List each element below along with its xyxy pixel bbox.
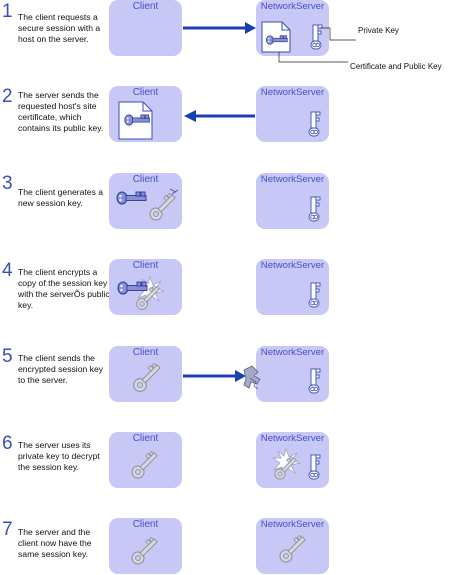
step-description: The server uses its private key to decry… <box>18 440 100 472</box>
step-number: 3 <box>2 173 13 194</box>
step-number: 6 <box>2 433 13 454</box>
client-box: Client <box>109 518 182 574</box>
server-label: NetworkServer <box>260 1 325 12</box>
client-box: Client <box>109 432 182 488</box>
arrow-right-icon <box>183 370 246 382</box>
server-box: NetworkServer <box>256 518 329 574</box>
client-label: Client <box>132 174 159 185</box>
arrow-left-icon <box>184 110 255 122</box>
step-description: The server and the client now have the s… <box>18 527 92 559</box>
client-label: Client <box>132 1 159 12</box>
client-label: Client <box>132 260 159 271</box>
client-label: Client <box>132 433 159 444</box>
certificate-callout: Certificate and Public Key <box>350 62 442 71</box>
server-label: NetworkServer <box>260 174 325 185</box>
server-box: NetworkServer <box>256 86 329 142</box>
server-box: NetworkServer <box>256 346 329 402</box>
client-box: Client <box>109 259 182 315</box>
client-box: Client <box>109 346 182 402</box>
server-label: NetworkServer <box>260 260 325 271</box>
step-number: 2 <box>2 86 13 107</box>
step-number: 4 <box>2 260 13 281</box>
server-label: NetworkServer <box>260 519 325 530</box>
server-box: NetworkServer <box>256 432 329 488</box>
server-box: NetworkServer <box>256 173 329 229</box>
client-box: Client <box>109 86 182 142</box>
client-box: Client <box>109 0 182 56</box>
step-description: The server sends the requested host's si… <box>18 90 104 133</box>
arrow-right-icon <box>183 22 256 34</box>
client-label: Client <box>132 87 159 98</box>
step-description: The client requests a secure session wit… <box>18 12 101 44</box>
server-box: NetworkServer <box>256 259 329 315</box>
client-label: Client <box>132 519 159 530</box>
step-number: 5 <box>2 346 13 367</box>
server-label: NetworkServer <box>260 87 325 98</box>
step-number: 7 <box>2 519 13 540</box>
step-number: 1 <box>2 1 13 22</box>
server-label: NetworkServer <box>260 433 325 444</box>
step-description: The client generates a new session key. <box>18 187 104 208</box>
private-key-callout: Private Key <box>358 26 399 35</box>
server-box: NetworkServer <box>256 0 329 56</box>
step-description: The client sends the encrypted session k… <box>18 353 104 385</box>
step-description: The client encrypts a copy of the sessio… <box>18 267 110 310</box>
client-label: Client <box>132 347 159 358</box>
client-box: Client <box>109 173 182 229</box>
server-label: NetworkServer <box>260 347 325 358</box>
